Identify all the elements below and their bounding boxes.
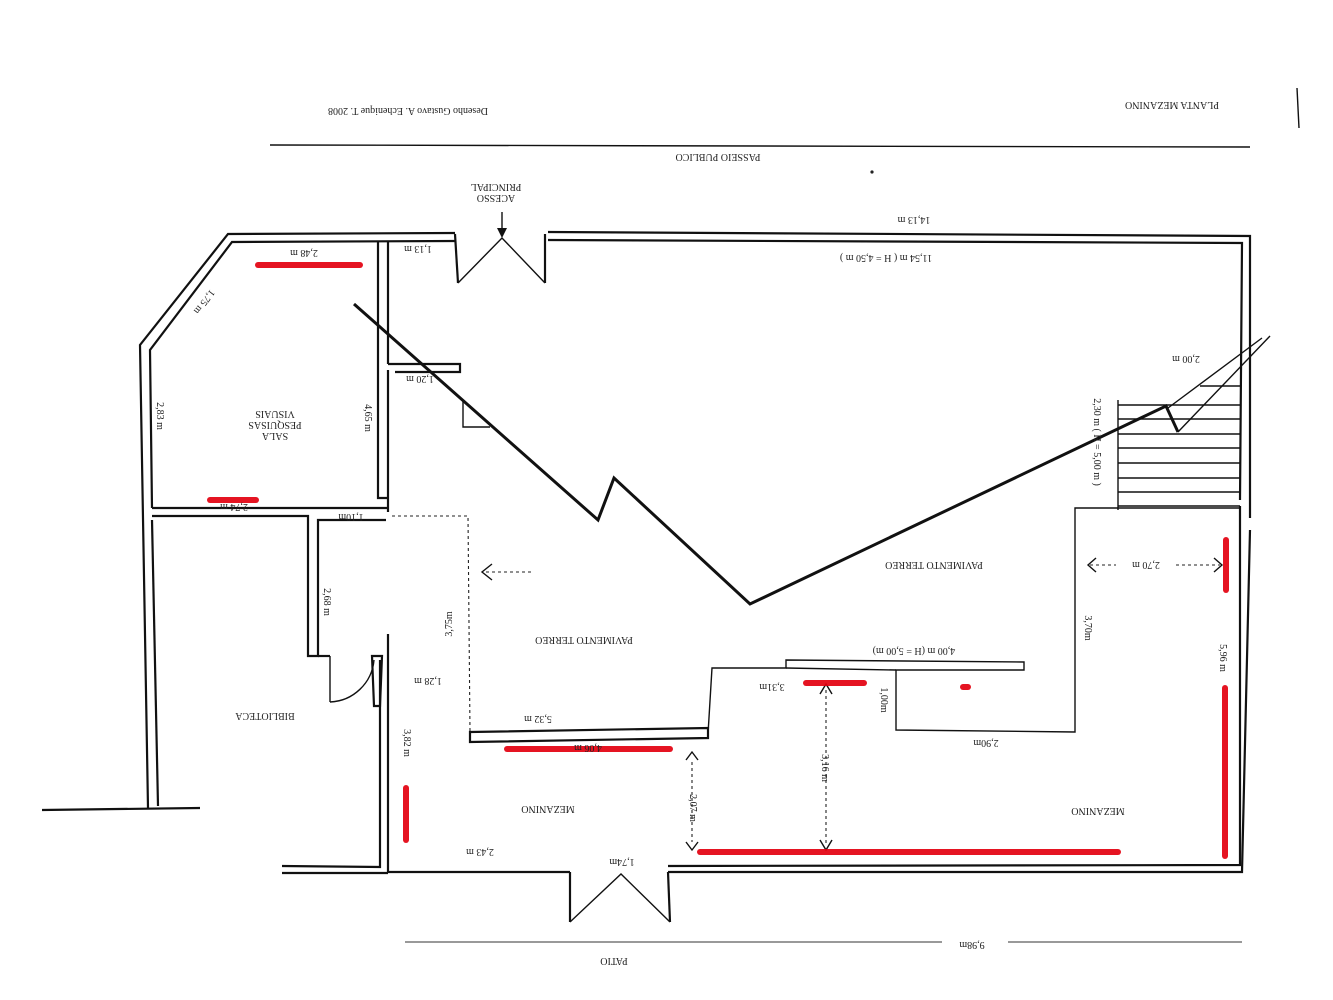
dim-ledge-lower: 4,06 m — [574, 742, 602, 753]
outer-wall-west-inner — [148, 239, 456, 509]
dim-sala-right: 4,65 m — [362, 404, 373, 432]
dim-sala-bottom: 2,74 m — [220, 501, 248, 512]
entrance-arrow-head — [497, 228, 507, 238]
dim-stair-top: 2,00 m — [1172, 353, 1200, 364]
ground-left-arrow-head — [480, 563, 493, 581]
dim-sala-top: 2,48 m — [290, 247, 318, 258]
section-cut-line — [353, 302, 1180, 606]
dim-beam: 4,00 m (H = 5,00 m) — [873, 645, 956, 656]
beam-underside — [785, 667, 897, 671]
dim-ground-right-height: 3,70m — [1082, 615, 1093, 641]
dim-sala-left: 2,83 m — [154, 402, 165, 430]
dim-corridor-top: 1,13 m — [404, 243, 432, 254]
dim-top-outer: 14,13 m — [897, 214, 930, 225]
step-height-arrow-heads — [685, 750, 699, 852]
dim-corridor-low: 1,10m — [338, 511, 364, 522]
right-width-arrow-right-head — [1213, 557, 1224, 573]
dim-door-bottom: 1,74m — [609, 856, 635, 867]
void-edge-left — [392, 515, 471, 733]
sala-east-wall — [376, 242, 388, 500]
courtyard-label: PATIO — [600, 955, 627, 966]
mezzanine-ledge-right — [707, 507, 1240, 735]
page-edge-mark — [1296, 87, 1300, 129]
library-west-wall — [150, 519, 160, 807]
survey-dot — [870, 170, 874, 174]
room-library: BIBLIOTECA — [235, 710, 295, 721]
west-boundary-line — [41, 806, 201, 812]
highlight-marks — [207, 262, 1229, 859]
room-ground-left: PAVIMENTO TERREO — [535, 634, 633, 645]
dim-stair-height: 2,30 m ( H = 5,00 m ) — [1091, 398, 1102, 486]
room-sala-line1: SALA — [261, 430, 288, 441]
dim-beam-drop: 1,00m — [878, 687, 889, 713]
mezzanine-left-outer-wall — [281, 660, 382, 869]
dim-step-width: 3,31m — [759, 681, 785, 692]
street-edge-line — [269, 144, 1251, 148]
room-ground-right: PAVIMENTO TERREO — [885, 559, 983, 570]
patio-door-jamb-right — [666, 871, 672, 923]
library-door-post — [370, 654, 384, 708]
title-label: PLANTA MEZANINO — [1125, 99, 1219, 110]
patio-door-leaves — [569, 873, 671, 923]
street-label: PASSEIO PUBLICO — [676, 151, 761, 162]
dim-mez-left-bottom: 2,43 m — [466, 846, 494, 857]
corridor-niche — [462, 400, 490, 428]
stair-rail — [1177, 335, 1271, 433]
dim-mez-right-bottom: 2,90m — [973, 737, 999, 748]
entrance-label-line1: ACESSO — [477, 192, 515, 203]
courtyard-width-label: 9,98m — [959, 939, 985, 950]
dim-mez-left-gap: 1,28 m — [414, 675, 442, 686]
dim-ground-left-height: 3,75m — [444, 611, 455, 637]
room-sala-line2: PESQUISAS — [248, 419, 301, 430]
dim-library-wall: 2,68 m — [321, 588, 332, 616]
entrance-jamb-left — [453, 233, 460, 284]
staircase — [1117, 335, 1271, 510]
outer-wall-main-inner — [547, 238, 1244, 868]
library-north-wall — [152, 514, 386, 658]
dim-step-height: 2,07 m — [687, 794, 698, 822]
dim-mez-left-height: 3,82 m — [401, 729, 412, 757]
dim-right-width: 2,70 m — [1132, 559, 1160, 570]
dim-mez-height: 3,16 m — [819, 754, 830, 782]
room-mezzanine-left: MEZANINO — [521, 803, 574, 814]
stair-rail — [1167, 337, 1263, 409]
outer-wall-west — [138, 231, 456, 809]
dim-right-height: 5,96 m — [1217, 644, 1228, 672]
dim-ledge-upper: 5,32 m — [524, 713, 552, 724]
room-sala-line3: VISUAIS — [255, 408, 294, 419]
entrance-label-line2: PRINCIPAL — [471, 181, 522, 192]
credit-label: Desenho Gustavo A. Echenique T. 2008 — [328, 105, 488, 116]
dim-top-inner: 11,54 m ( H = 4,50 m ) — [840, 252, 932, 263]
dim-corridor-mid: 1,20 m — [406, 373, 434, 384]
room-mezzanine-right: MEZANINO — [1071, 805, 1124, 816]
mezzanine-ledge-left — [468, 726, 710, 744]
right-width-arrow-left-head — [1086, 557, 1097, 573]
